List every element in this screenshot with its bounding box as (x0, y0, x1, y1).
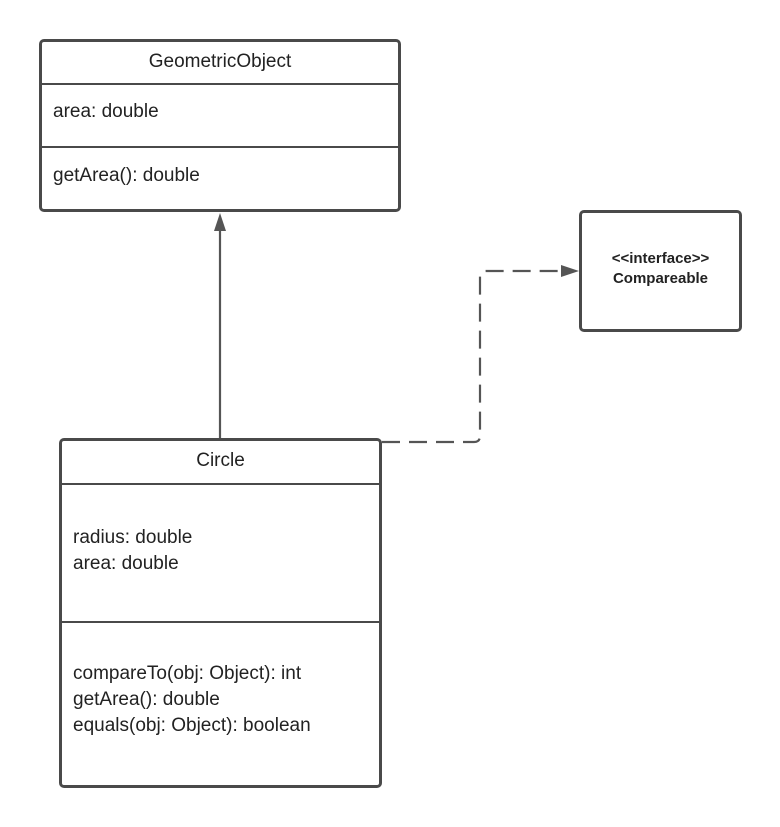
realization-line (382, 269, 565, 444)
operation: compareTo(obj: Object): int (73, 663, 302, 684)
operation: getArea(): double (73, 689, 220, 710)
class-name: GeometricObject (42, 42, 398, 85)
class-name: Circle (62, 441, 379, 485)
attributes-compartment: radius: double area: double (62, 485, 379, 623)
class-circle[interactable]: Circle radius: double area: double compa… (59, 438, 382, 788)
attribute: area: double (73, 553, 179, 574)
operations-compartment: getArea(): double (42, 148, 398, 189)
interface-stereotype: <<interface>> (611, 250, 710, 267)
class-geometric-object[interactable]: GeometricObject area: double getArea(): … (39, 39, 401, 212)
interface-name: Compareable (612, 270, 709, 287)
interface-compareable[interactable]: <<interface>> Compareable (579, 210, 742, 332)
attribute: area: double (53, 101, 159, 122)
operations-compartment: compareTo(obj: Object): int getArea(): d… (62, 623, 379, 739)
attribute: radius: double (73, 527, 193, 548)
generalization-arrowhead (214, 213, 226, 231)
attributes-compartment: area: double (42, 85, 398, 148)
operation: getArea(): double (53, 165, 200, 186)
operation: equals(obj: Object): boolean (73, 715, 311, 736)
realization-arrowhead (561, 265, 579, 277)
